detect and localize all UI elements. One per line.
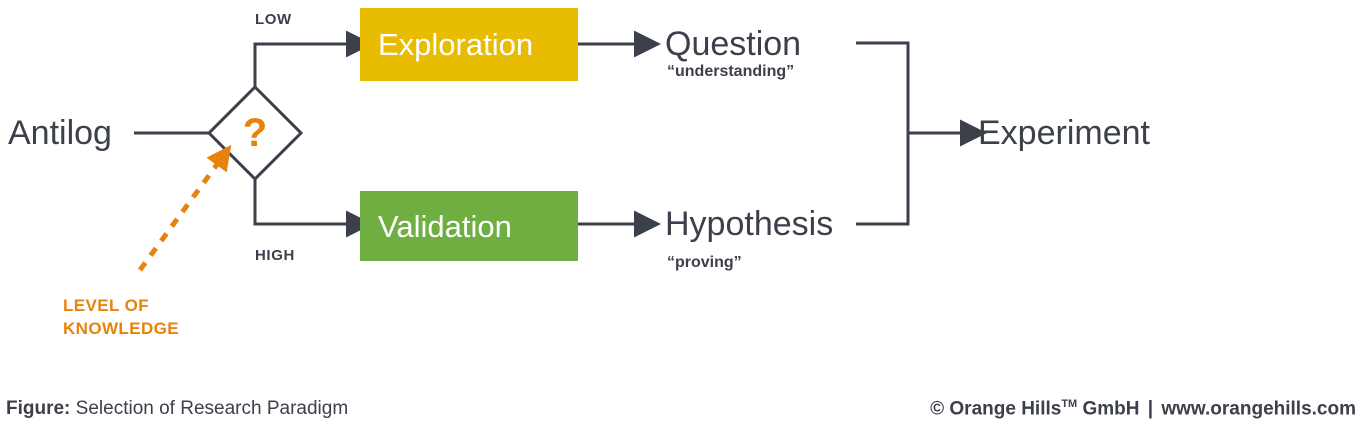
- figure-caption-lead: Figure:: [6, 398, 71, 419]
- annotation-line-1: LEVEL OF: [63, 296, 150, 315]
- branch-label-low: LOW: [255, 11, 292, 28]
- process-box-exploration[interactable]: Exploration: [360, 8, 578, 81]
- company-name: Orange Hills: [949, 398, 1062, 420]
- website-link[interactable]: www.orangehills.com: [1161, 398, 1356, 420]
- decision-node[interactable]: ?: [209, 87, 301, 179]
- node-antilog: Antilog: [8, 114, 112, 152]
- copyright-line: © Orange HillsTM GmbH | www.orangehills.…: [930, 398, 1356, 420]
- process-box-validation-label: Validation: [378, 208, 512, 244]
- node-question: Question: [665, 25, 802, 63]
- node-question-note: “understanding”: [667, 63, 795, 80]
- process-box-exploration-label: Exploration: [378, 27, 534, 62]
- branch-label-high: HIGH: [255, 247, 295, 264]
- annotation-line-2: KNOWLEDGE: [63, 318, 179, 338]
- node-hypothesis-note: “proving”: [667, 254, 742, 271]
- question-mark-icon: ?: [242, 111, 268, 155]
- legal-form: GmbH: [1082, 398, 1140, 420]
- copyright-symbol: ©: [930, 398, 945, 420]
- trademark-symbol: TM: [1061, 398, 1078, 410]
- figure-caption-text: Selection of Research Paradigm: [75, 398, 349, 419]
- figure-caption: Figure: Selection of Research Paradigm: [6, 398, 348, 420]
- process-box-validation[interactable]: Validation: [360, 191, 578, 261]
- edge-decision-to-validation: [253, 179, 373, 238]
- annotation-level-of-knowledge: LEVEL OF KNOWLEDGE: [63, 295, 179, 341]
- node-experiment: Experiment: [978, 114, 1150, 152]
- edge-decision-to-exploration: [253, 30, 373, 87]
- edge-merge-bracket: [856, 41, 910, 226]
- footer-separator: |: [1147, 398, 1154, 420]
- node-hypothesis: Hypothesis: [665, 205, 834, 243]
